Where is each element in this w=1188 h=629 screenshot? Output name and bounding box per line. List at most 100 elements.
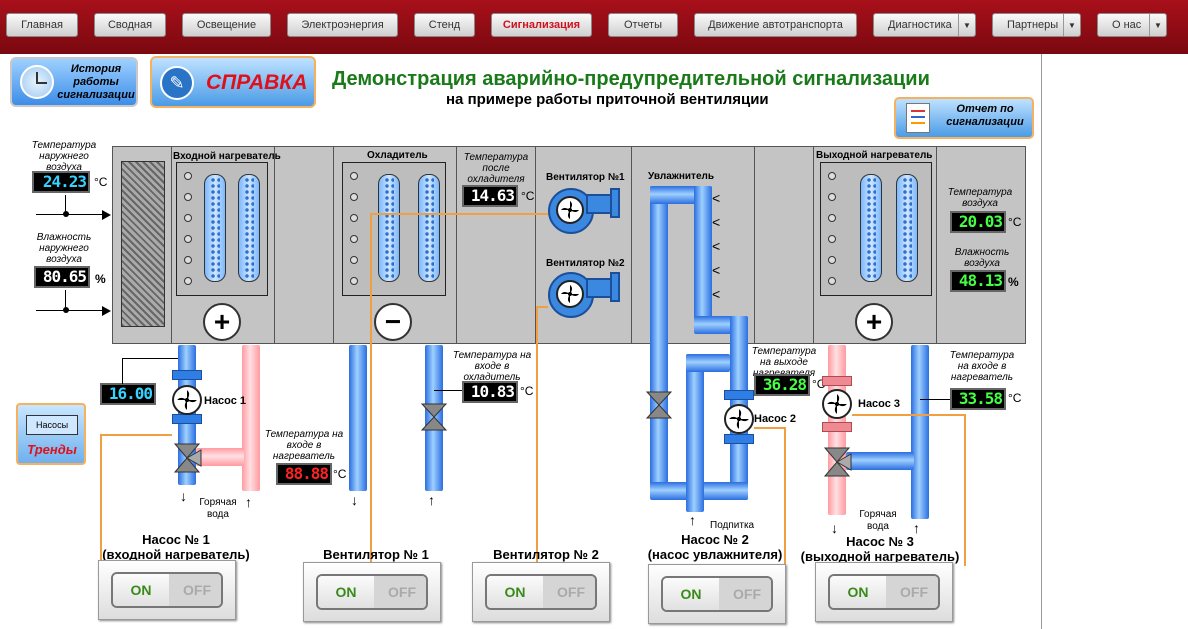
on-button[interactable]: ON [830, 576, 886, 608]
report-icon [906, 103, 930, 133]
sensor-line [65, 195, 66, 213]
out-air-hum-label: Влажность воздуха [954, 247, 1010, 269]
sensor-line [65, 290, 66, 308]
outside-hum-display: 80.65 [34, 266, 90, 288]
on-button[interactable]: ON [487, 576, 543, 608]
pump1-label: Насос 1 [204, 395, 247, 407]
pump1-flange-bot [172, 414, 202, 424]
outlet-heater-coil-1 [860, 174, 882, 282]
fan2-unit [546, 270, 624, 318]
nav-item-partners[interactable]: Партнеры▼ [992, 13, 1081, 37]
off-button[interactable]: OFF [719, 578, 771, 610]
nav-item-reports[interactable]: Отчеты [608, 13, 678, 37]
cooler-in-display: 10.83 [462, 381, 518, 403]
signal-line [100, 434, 172, 436]
pencil-icon: ✎ [160, 66, 194, 100]
pump1-flange-top [172, 370, 202, 380]
nav-item-electricity[interactable]: Электроэнергия [287, 13, 398, 37]
on-button[interactable]: ON [663, 578, 719, 610]
cooler-title: Охладитель [367, 150, 428, 161]
nav-item-traffic[interactable]: Движение автотранспорта [694, 13, 857, 37]
off-button[interactable]: OFF [543, 576, 595, 608]
coil-port [350, 256, 358, 264]
nav-item-alarm[interactable]: Сигнализация [491, 13, 592, 37]
hot-water-label-2: Горячая вода [859, 509, 897, 532]
off-button[interactable]: OFF [886, 576, 938, 608]
help-button[interactable]: ✎ СПРАВКА [150, 56, 316, 108]
after-cooler-display: 14.63 [462, 185, 518, 207]
coil-port [350, 172, 358, 180]
sensor-line [434, 390, 462, 391]
page-subtitle: на примере работы приточной вентиляции [446, 91, 769, 108]
cooler-in-label: Температура на входе в охладитель [452, 350, 532, 383]
coil-port [350, 235, 358, 243]
outlet-in-display: 33.58 [950, 388, 1006, 410]
down-arrow-icon: ↓ [831, 520, 838, 536]
coil-port [828, 214, 836, 222]
arrow-right-icon [102, 306, 111, 316]
scada-stage: История работы сигнализации ✎ СПРАВКА Де… [0, 54, 1042, 629]
unit-celsius: °C [520, 384, 534, 398]
pump1-pipe-red [242, 345, 260, 491]
fan-icon [556, 196, 584, 224]
trends-button[interactable]: Насосы Тренды [16, 403, 86, 465]
outlet-out-label: Температура на выходе нагревателя [751, 346, 817, 379]
nav-item-summary[interactable]: Сводная [94, 13, 166, 37]
nav-item-home[interactable]: Главная [6, 13, 78, 37]
duct-section-2 [754, 146, 814, 344]
pump3-flange-bot [822, 422, 852, 432]
coil-port [828, 235, 836, 243]
nav-item-about[interactable]: О нас▼ [1097, 13, 1167, 37]
pump1-caption: Насос № 1 (входной нагреватель) [102, 532, 250, 562]
clock-icon [20, 65, 54, 99]
sensor-line [920, 399, 950, 400]
inlet-heater-coil-2 [238, 174, 260, 282]
coil-port [828, 193, 836, 201]
off-button[interactable]: OFF [374, 576, 426, 608]
cooler-coil-2 [418, 174, 440, 282]
pump1-icon[interactable] [172, 385, 202, 415]
coil-port [184, 214, 192, 222]
plus-icon: + [855, 303, 893, 341]
history-button[interactable]: История работы сигнализации [10, 57, 138, 107]
after-cooler-label: Температура после охладителя [463, 152, 529, 185]
coil-port [184, 256, 192, 264]
pumps-mini-button[interactable]: Насосы [26, 415, 78, 435]
hum-valve-icon [645, 391, 673, 419]
on-button[interactable]: ON [318, 576, 374, 608]
pump3-icon[interactable] [822, 389, 852, 419]
on-button[interactable]: ON [113, 574, 169, 606]
coil-port [828, 277, 836, 285]
outside-temp-display: 24.23 [32, 171, 90, 193]
nav-item-diagnostics[interactable]: Диагностика▼ [873, 13, 976, 37]
outlet-in-label: Температура на входе в нагреватель [949, 350, 1015, 383]
outside-air-line-2 [36, 310, 104, 311]
off-button[interactable]: OFF [169, 574, 221, 606]
signal-line [370, 213, 372, 563]
outlet-heater-title: Выходной нагреватель [816, 150, 933, 161]
report-button[interactable]: Отчет по сигнализации [894, 97, 1034, 139]
pump2-flange-bot [724, 434, 754, 444]
fan2-caption: Вентилятор № 2 [493, 547, 599, 562]
pump1-sensor-line-2 [122, 358, 178, 359]
inlet-heater-title: Входной нагреватель [173, 151, 281, 162]
hum-pipe-left [650, 186, 668, 498]
nav-item-lighting[interactable]: Освещение [182, 13, 271, 37]
outlet-heater-coil-2 [896, 174, 918, 282]
pump1-sensor-line [122, 358, 123, 384]
nav-item-stand[interactable]: Стенд [414, 13, 475, 37]
coil-port [184, 277, 192, 285]
page-title: Демонстрация аварийно-предупредительной … [332, 68, 930, 90]
coil-port [828, 256, 836, 264]
trends-label: Тренды [27, 442, 77, 457]
pump3-flange-top [822, 376, 852, 386]
pump2-icon[interactable] [724, 404, 754, 434]
coil-port [828, 172, 836, 180]
cooler-pipe-out [349, 345, 367, 491]
pump1-bypass [196, 448, 244, 466]
